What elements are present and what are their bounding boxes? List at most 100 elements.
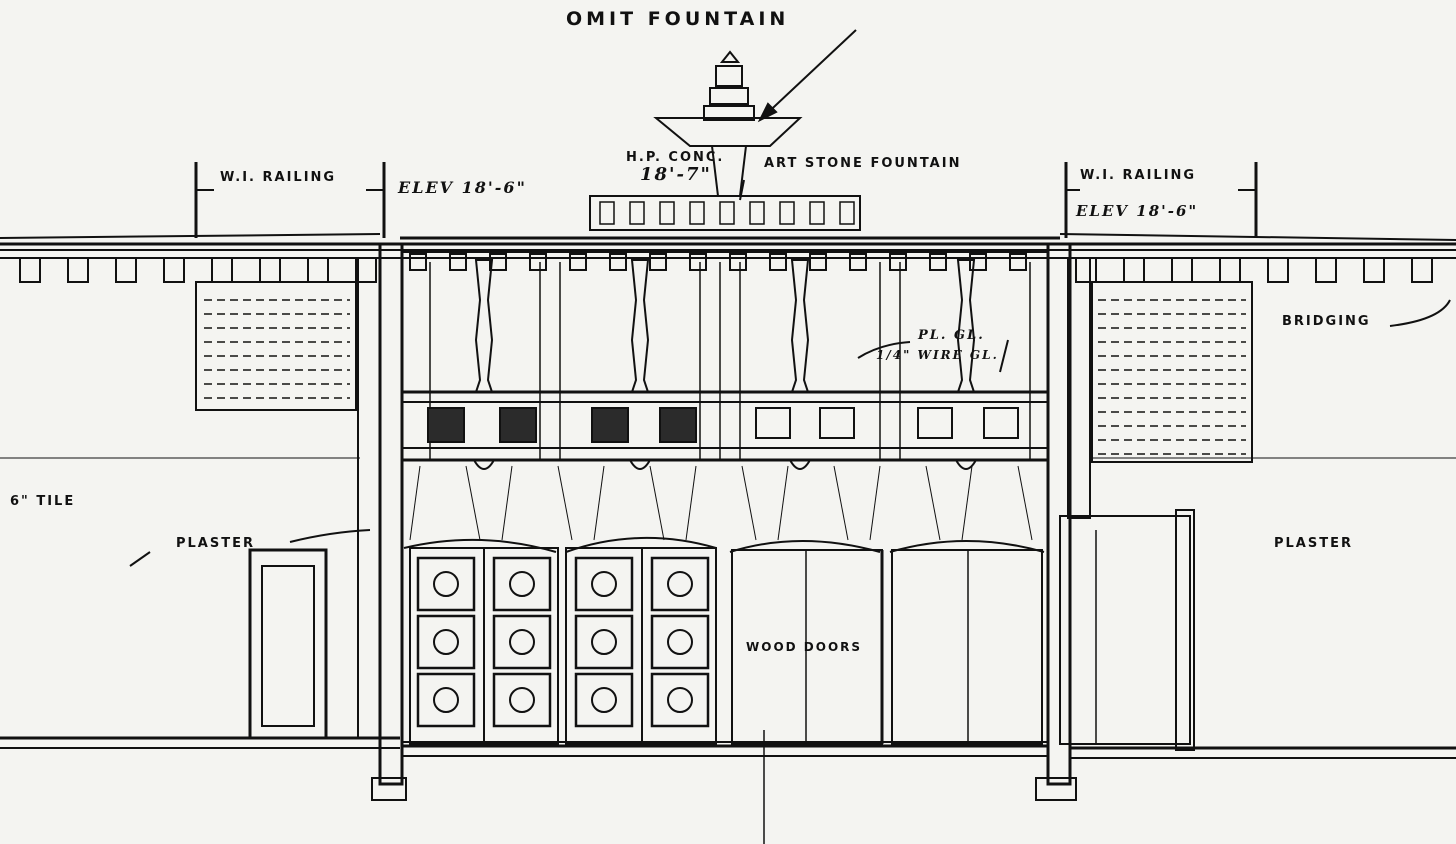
joist-end [1075, 257, 1097, 283]
ornate-panel [427, 407, 465, 443]
art-stone-leader [739, 179, 745, 201]
omit-fountain-arrowhead [757, 102, 778, 123]
fan-line [649, 465, 665, 541]
left-bridging-panel [195, 281, 357, 411]
fountain-basin [653, 117, 803, 147]
center-dentil [569, 253, 587, 271]
door-carved-panel [574, 556, 634, 612]
fan-line [685, 465, 697, 541]
door-panel-rosette [591, 687, 617, 713]
door-carved-panel [650, 672, 710, 728]
turned-baluster [790, 259, 810, 393]
turned-baluster [630, 259, 650, 393]
joist-end [67, 257, 89, 283]
fan-line [1017, 465, 1033, 541]
baluster-drop [629, 459, 651, 470]
hp-conc-label: H.P. CONC. [626, 150, 725, 165]
wood-doors-label: WOOD DOORS [746, 640, 863, 654]
joist-end [1123, 257, 1145, 283]
art-stone-fountain-label: ART STONE FOUNTAIN [764, 156, 962, 171]
right-side-opening [1059, 515, 1191, 745]
bridging-label: BRIDGING [1282, 314, 1371, 329]
fountain-base-baluster [749, 201, 765, 225]
door-carved-panel [492, 556, 552, 612]
door-carved-panel [416, 556, 476, 612]
fan-line [501, 465, 513, 541]
fan-line [557, 465, 573, 541]
joist-end [307, 257, 329, 283]
right-bridging-panel [1091, 281, 1253, 463]
fan-line [833, 465, 849, 541]
joist-end [1171, 257, 1193, 283]
plain-panel [917, 407, 953, 439]
joist-end [19, 257, 41, 283]
joist-end [1267, 257, 1289, 283]
door-carved-panel [416, 672, 476, 728]
fountain-base-baluster [719, 201, 735, 225]
fan-line [961, 465, 973, 541]
fan-line [925, 465, 941, 541]
door-carved-panel [650, 614, 710, 670]
door-arch [403, 538, 557, 553]
roof-slope-right [1059, 233, 1456, 241]
door-panel-rosette [591, 629, 617, 655]
joist-end [211, 257, 233, 283]
door-carved-panel [574, 614, 634, 670]
ornate-panel [591, 407, 629, 443]
plaster-arrow-left [129, 551, 151, 567]
fan-line [465, 465, 481, 541]
turned-baluster [956, 259, 976, 393]
center-dentil [849, 253, 867, 271]
plain-panel [755, 407, 791, 439]
wood-door-right-2 [891, 549, 1043, 745]
plain-panel [983, 407, 1019, 439]
door-carved-panel [492, 672, 552, 728]
fan-line [869, 465, 881, 541]
fountain-base-baluster [809, 201, 825, 225]
door-carved-panel [492, 614, 552, 670]
left-main-column [378, 242, 404, 786]
joist-end [1411, 257, 1433, 283]
door-panel-rosette [667, 571, 693, 597]
center-dentil [969, 253, 987, 271]
right-opening-jamb [1175, 509, 1195, 751]
center-dentil [529, 253, 547, 271]
roof-slope-left [0, 233, 381, 239]
fan-line [777, 465, 789, 541]
baluster-drop [955, 459, 977, 470]
elev-right-label: ELEV 18'-6" [1076, 202, 1199, 220]
center-dentil [449, 253, 467, 271]
joist-end [259, 257, 281, 283]
center-dentil [769, 253, 787, 271]
turned-baluster [474, 259, 494, 393]
fountain-tier-top [715, 65, 743, 87]
left-pilaster [357, 257, 381, 739]
door-carved-panel [416, 614, 476, 670]
plaster-right-label: PLASTER [1274, 536, 1353, 551]
door-panel-rosette [433, 687, 459, 713]
door-arch [565, 536, 717, 553]
fountain-base-baluster [839, 201, 855, 225]
door-carved-panel [650, 556, 710, 612]
fan-line [409, 465, 421, 541]
center-dentil [489, 253, 507, 271]
fountain-tier-mid [709, 87, 749, 105]
fan-line [593, 465, 605, 541]
joist-end [115, 257, 137, 283]
center-dentil [409, 253, 427, 271]
fountain-tier-low [703, 105, 755, 121]
plate-glass-label: PL. GL. [918, 328, 985, 343]
wire-glass-label: 1/4" WIRE GL. [876, 348, 999, 362]
center-dentil [729, 253, 747, 271]
door-carved-panel [574, 672, 634, 728]
door-panel-rosette [591, 571, 617, 597]
door-panel-rosette [667, 629, 693, 655]
door-arch [889, 540, 1045, 553]
right-pilaster [1067, 257, 1091, 519]
tile-label: 6" TILE [10, 494, 76, 509]
ornate-panel [659, 407, 697, 443]
center-dentil [1009, 253, 1027, 271]
door-panel-rosette [667, 687, 693, 713]
